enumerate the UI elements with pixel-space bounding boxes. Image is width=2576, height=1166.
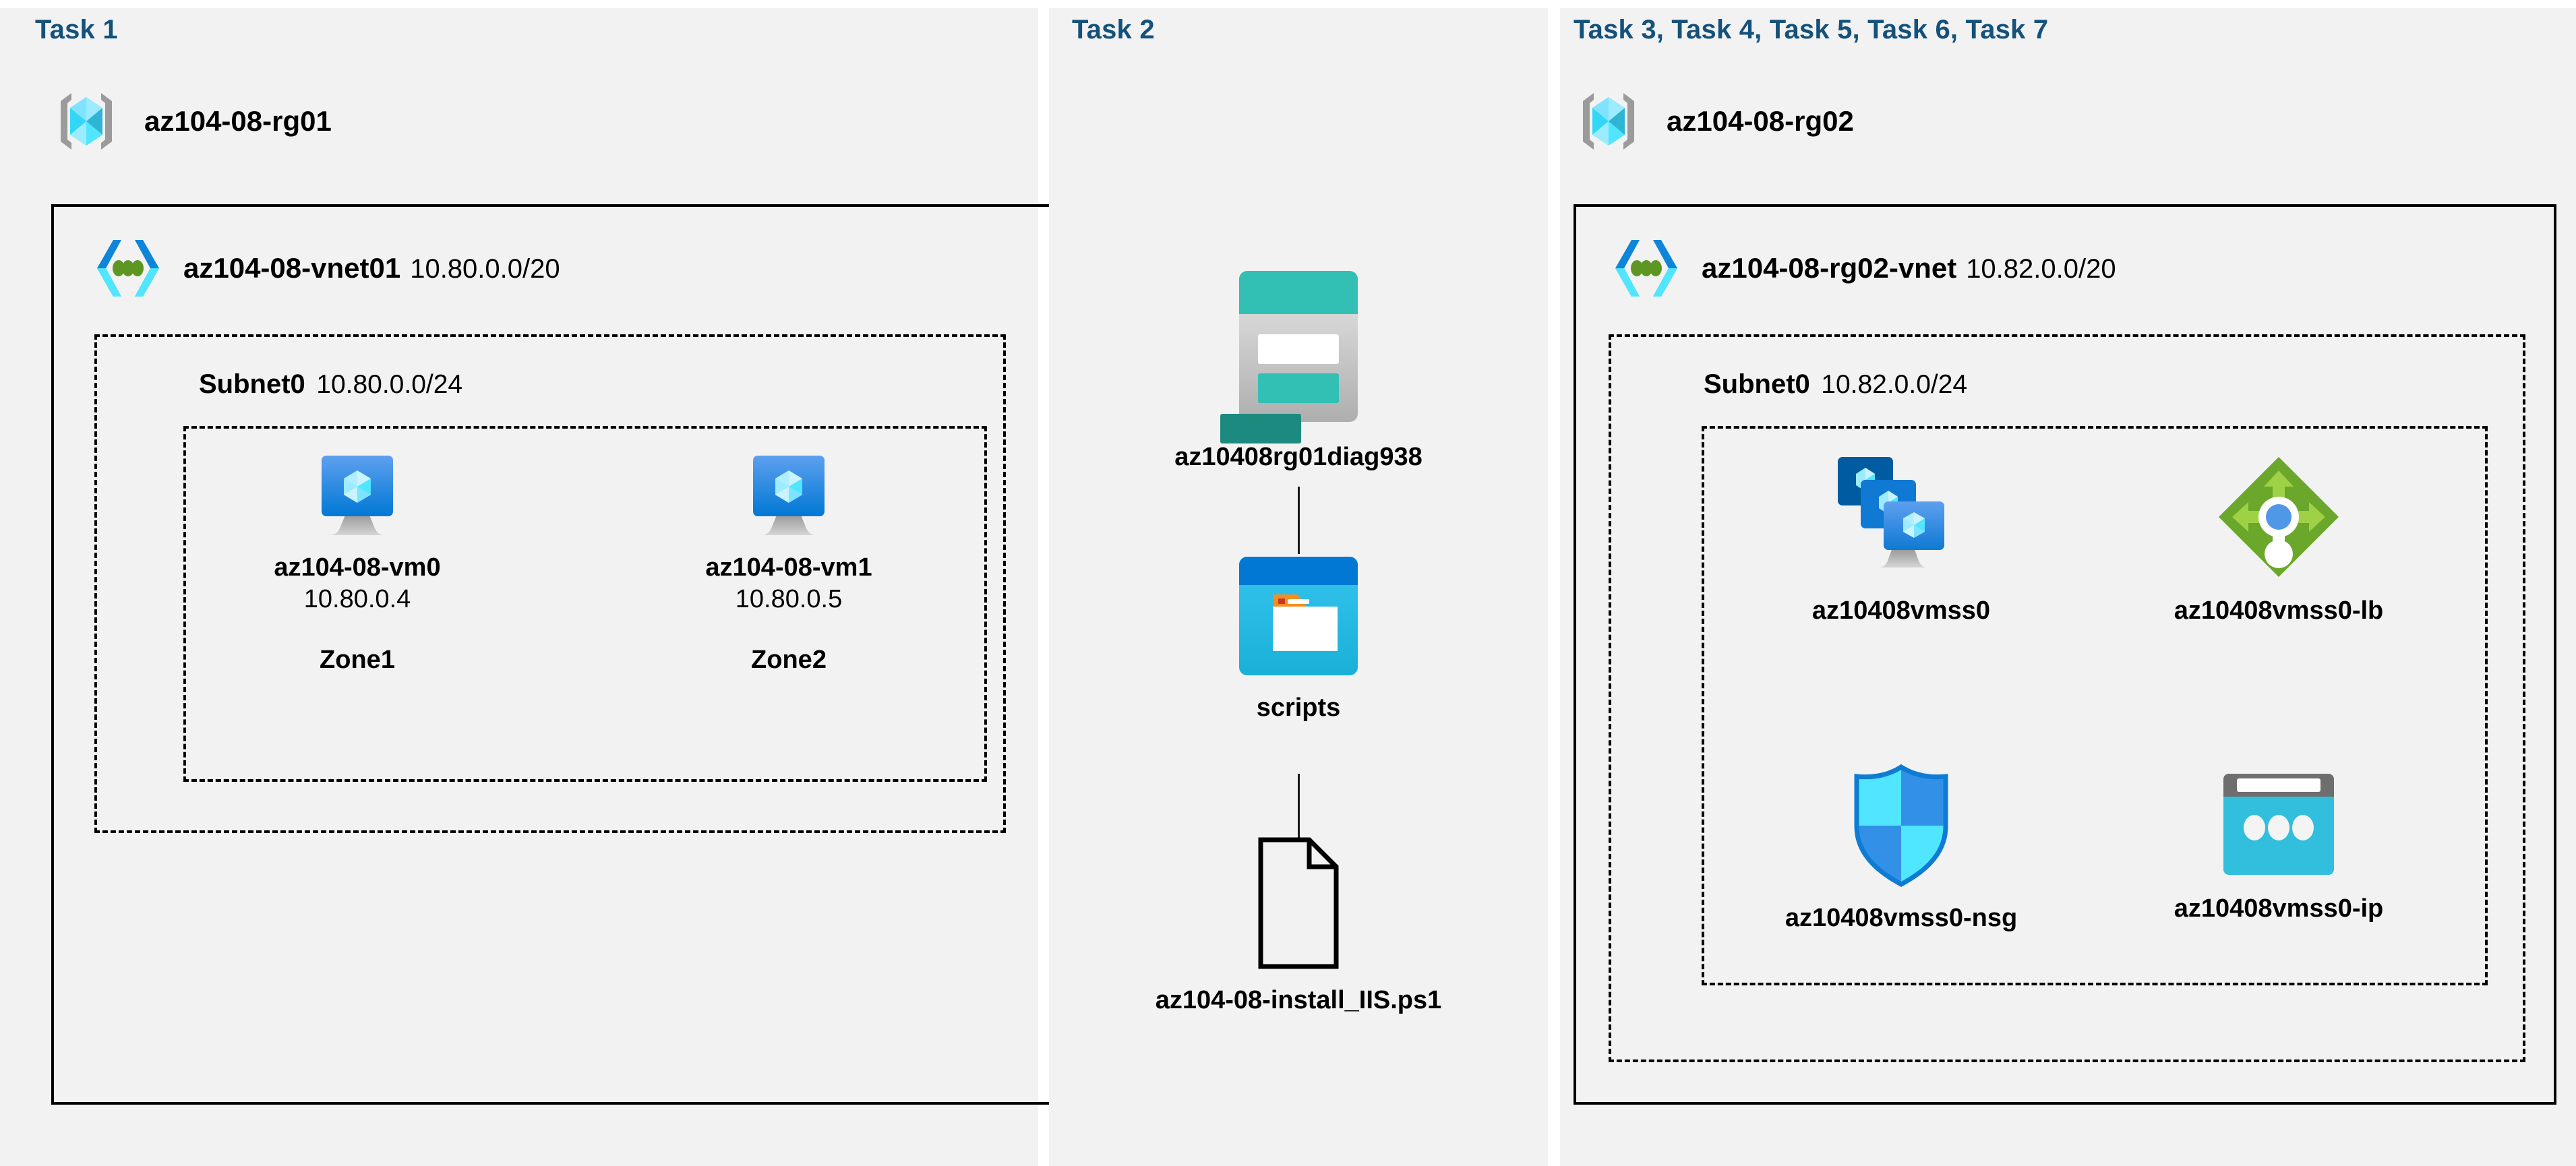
task3-7-resource-group-name: az104-08-rg02 xyxy=(1667,105,1854,137)
task1-vm-0-zone: Zone1 xyxy=(320,646,395,675)
task2-blob-container-name: scripts xyxy=(1256,694,1341,722)
task1-vnet-name: az104-08-vnet01 xyxy=(183,252,401,284)
resource-group-icon xyxy=(51,86,121,156)
panel-task3-7 xyxy=(1560,8,2576,1166)
task1-vm-1[interactable]: az104-08-vm1 10.80.0.5 Zone2 xyxy=(688,453,890,675)
task3-7-resource-group: az104-08-rg02 xyxy=(1574,86,1854,156)
task3-7-public-ip-address-name: az10408vmss0-ip xyxy=(2174,894,2384,923)
task3-7-public-ip-address[interactable]: az10408vmss0-ip xyxy=(2144,770,2414,924)
task1-resource-group-name: az104-08-rg01 xyxy=(144,105,332,137)
task1-vm-0-name: az104-08-vm0 xyxy=(274,553,441,582)
task3-7-network-security-group-name: az10408vmss0-nsg xyxy=(1785,904,2018,932)
vm-scale-set-icon xyxy=(1834,453,1969,581)
task2-script-file-name: az104-08-install_IIS.ps1 xyxy=(1155,986,1442,1014)
task3-7-vnet-name: az104-08-rg02-vnet xyxy=(1702,252,1957,284)
task3-7-vnet-box xyxy=(1574,204,2556,1105)
task3-7-subnet-name: Subnet0 xyxy=(1704,369,1810,399)
task1-subnet-box xyxy=(94,334,1006,833)
task2-heading: Task 2 xyxy=(1072,15,1155,44)
task1-vnet-cidr: 10.80.0.0/20 xyxy=(410,254,560,284)
task3-7-heading: Task 3, Task 4, Task 5, Task 6, Task 7 xyxy=(1574,15,2049,44)
task3-7-subnet-cidr: 10.82.0.0/24 xyxy=(1821,370,1968,399)
resource-group-icon xyxy=(1574,86,1644,156)
task1-vnet-header: az104-08-vnet01 10.80.0.0/20 xyxy=(90,237,560,299)
task3-7-subnet-label: Subnet0 10.82.0.0/24 xyxy=(1704,369,1967,400)
task1-vm-0-ip: 10.80.0.4 xyxy=(303,584,411,613)
script-file-icon xyxy=(1253,836,1344,971)
virtual-machine-icon xyxy=(745,453,833,538)
task2-storage-account-name: az10408rg01diag938 xyxy=(1174,443,1422,471)
task1-subnet-cidr: 10.80.0.0/24 xyxy=(316,370,463,399)
task1-subnet-name: Subnet0 xyxy=(199,369,305,399)
load-balancer-icon xyxy=(2215,453,2343,581)
blob-container-icon xyxy=(1236,554,1360,678)
task1-vm-1-zone: Zone2 xyxy=(751,646,827,675)
task3-7-vm-scale-set[interactable]: az10408vmss0 xyxy=(1766,453,2036,626)
task3-7-subnet-box xyxy=(1609,334,2525,1062)
task1-resource-group: az104-08-rg01 xyxy=(51,86,332,156)
virtual-machine-icon xyxy=(313,453,401,538)
task3-7-vm-scale-set-name: az10408vmss0 xyxy=(1811,596,1991,625)
storage-account-icon xyxy=(1235,267,1362,427)
task1-vm-1-ip: 10.80.0.5 xyxy=(735,584,843,613)
task3-7-load-balancer[interactable]: az10408vmss0-lb xyxy=(2144,453,2414,626)
virtual-network-icon xyxy=(1609,237,1684,299)
connector-scripts-to-script-file xyxy=(1298,774,1300,841)
task1-heading: Task 1 xyxy=(35,15,118,44)
task3-7-vnet-header: az104-08-rg02-vnet 10.82.0.0/20 xyxy=(1609,237,2116,299)
task1-vm-group-box xyxy=(183,426,987,782)
connector-storage-to-scripts xyxy=(1298,487,1300,554)
task2-script-file[interactable]: az104-08-install_IIS.ps1 xyxy=(1156,836,1441,1016)
task3-7-network-security-group[interactable]: az10408vmss0-nsg xyxy=(1766,763,2036,933)
task3-7-vnet-cidr: 10.82.0.0/20 xyxy=(1966,254,2116,284)
task3-7-load-balancer-name: az10408vmss0-lb xyxy=(2174,596,2384,625)
panel-task1 xyxy=(0,8,1038,1166)
virtual-network-icon xyxy=(90,237,166,299)
storage-account-icon-bar-dark xyxy=(1220,414,1301,443)
task3-7-resource-group-box xyxy=(1702,426,2488,985)
public-ip-address-icon xyxy=(2219,770,2338,879)
network-security-group-icon xyxy=(1847,763,1955,888)
task2-blob-container[interactable]: scripts xyxy=(1197,554,1400,723)
task1-vm-1-name: az104-08-vm1 xyxy=(705,553,872,582)
task2-storage-account[interactable]: az10408rg01diag938 xyxy=(1174,267,1422,472)
task1-subnet-label: Subnet0 10.80.0.0/24 xyxy=(199,369,462,400)
task1-vm-0[interactable]: az104-08-vm0 10.80.0.4 Zone1 xyxy=(256,453,458,675)
